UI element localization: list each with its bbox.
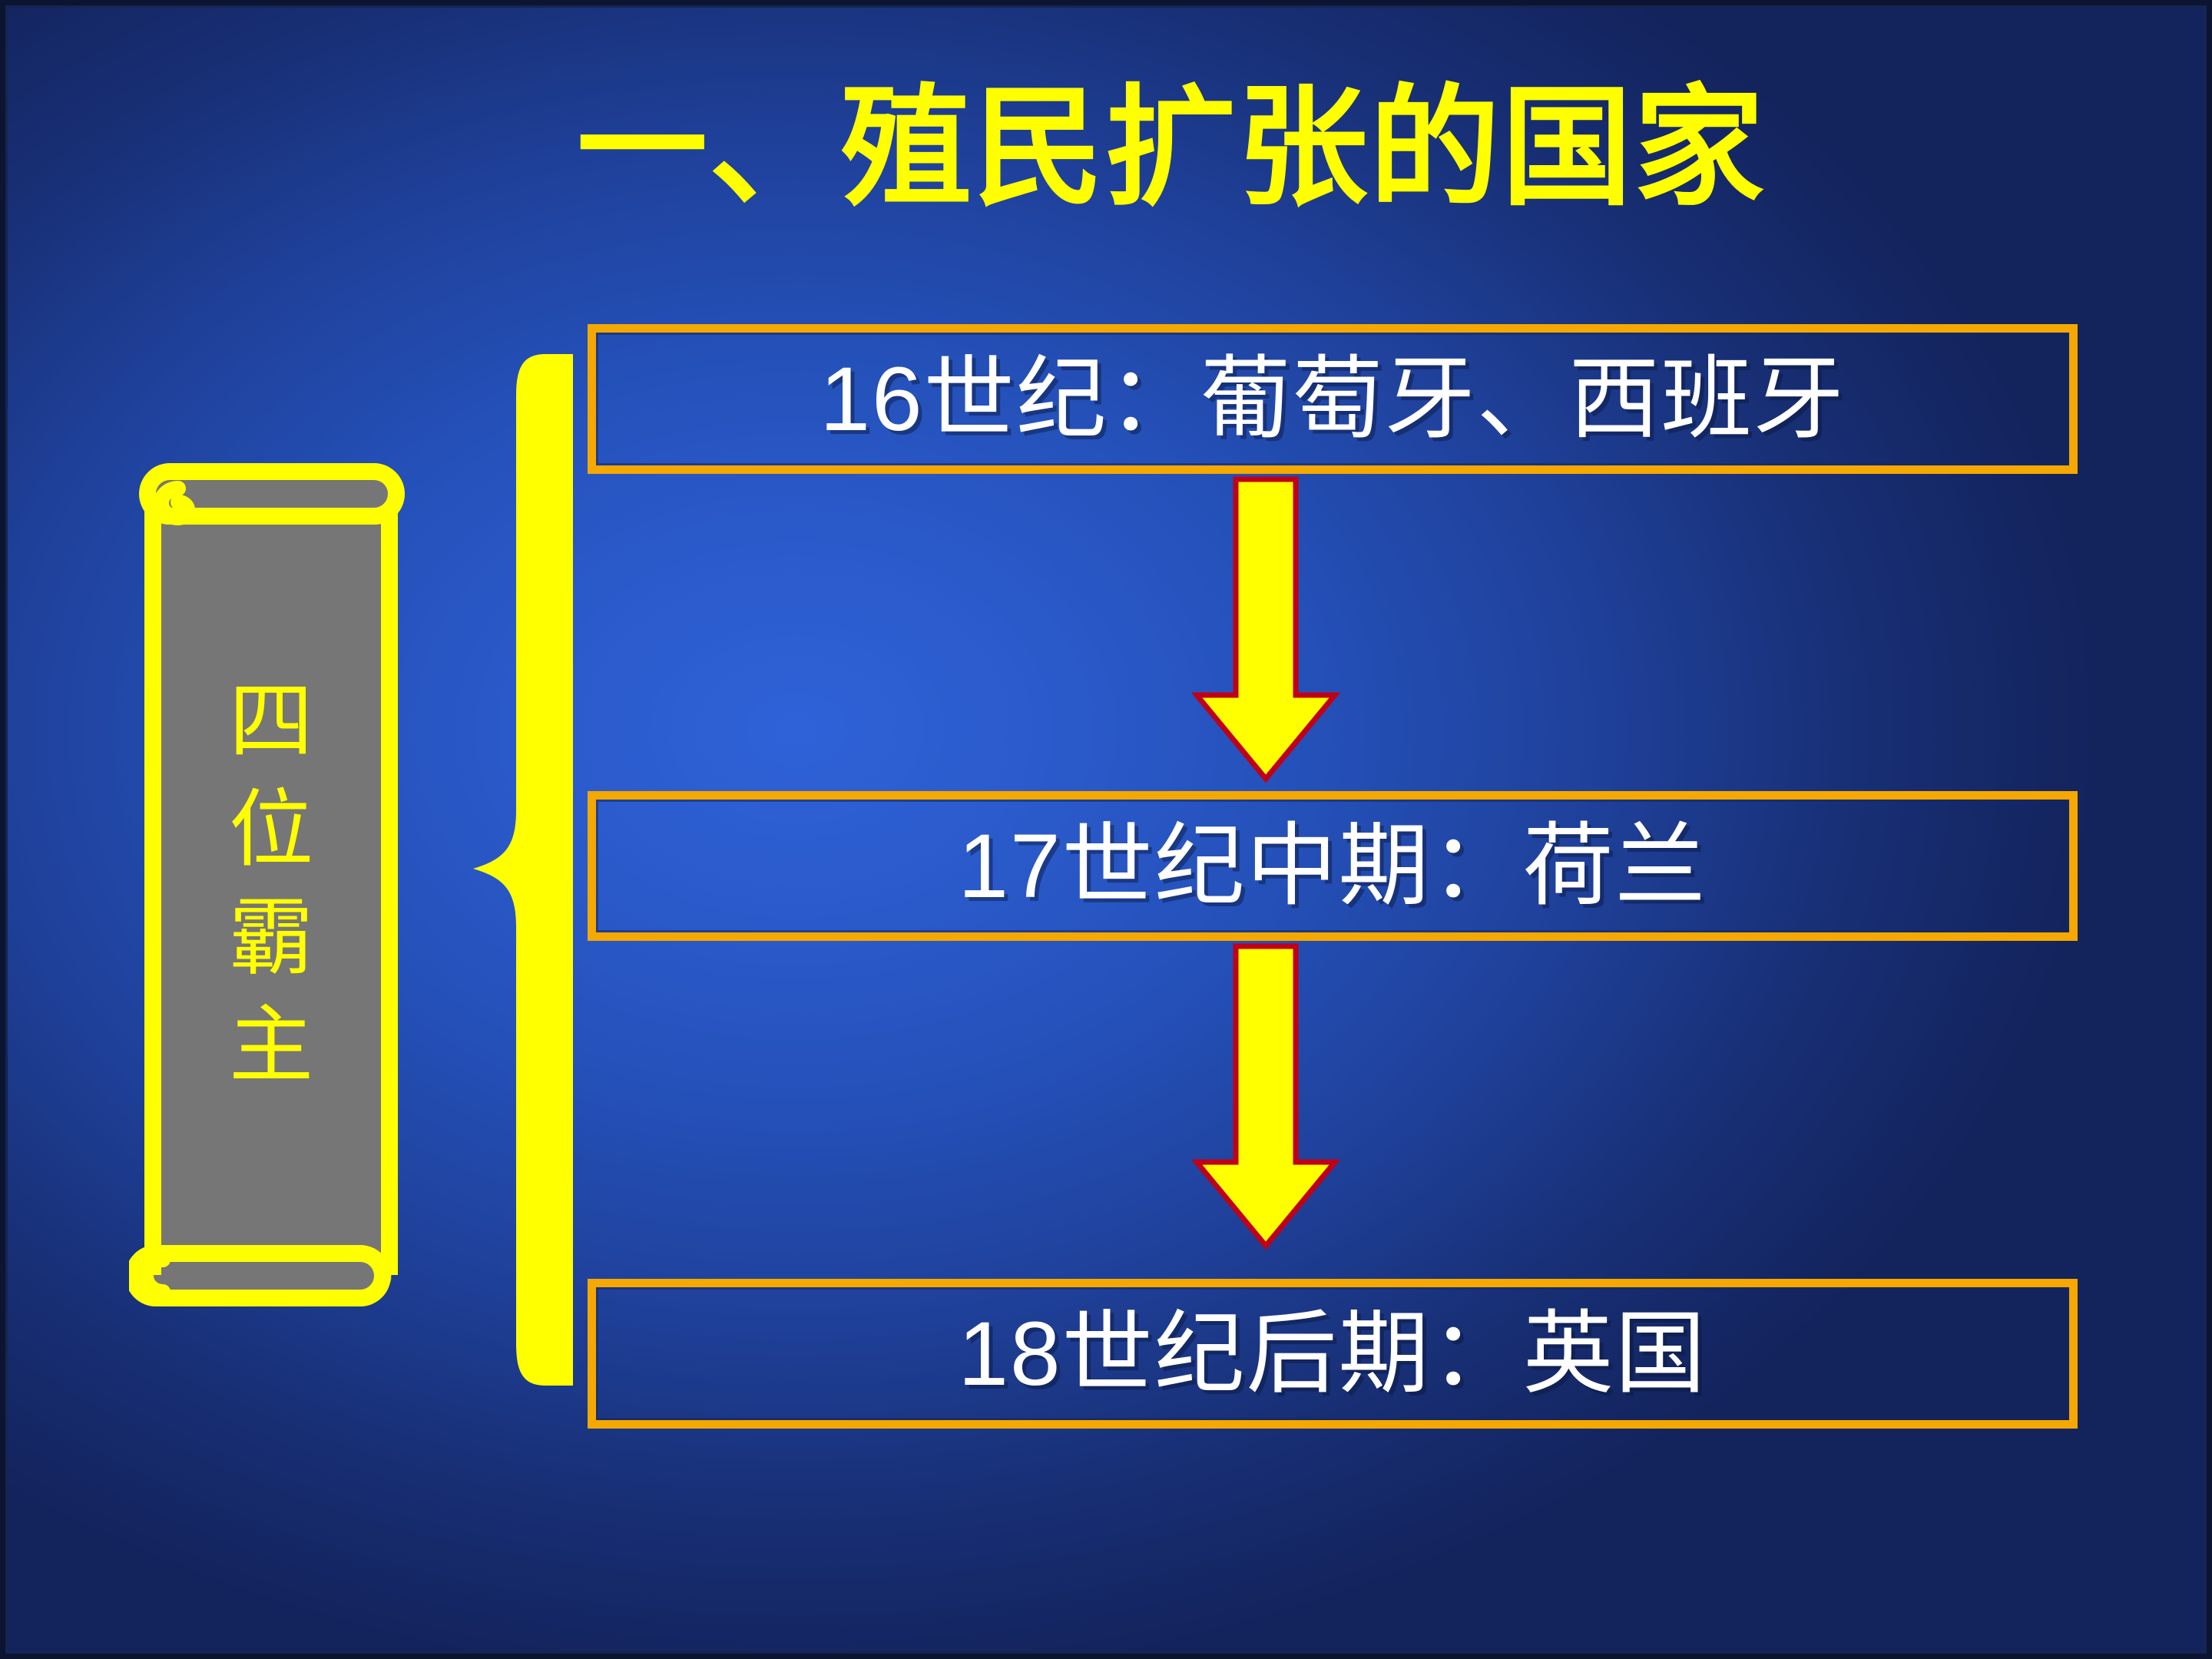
stage-label-17th-century: 17世纪中期：荷兰 bbox=[958, 815, 1707, 917]
arrow-down-icon bbox=[1192, 476, 1339, 783]
curly-brace-icon bbox=[473, 354, 573, 1386]
stage-label-16th-century: 16世纪：葡萄牙、西班牙 bbox=[820, 348, 1846, 450]
stage-box-16th-century[interactable]: 16世纪：葡萄牙、西班牙 bbox=[588, 324, 2078, 474]
slide-title: 一、殖民扩张的国家 bbox=[576, 75, 1766, 221]
scroll-banner: 四 位 霸 主 bbox=[129, 461, 413, 1313]
arrow-down-icon bbox=[1192, 943, 1339, 1250]
stage-box-18th-century[interactable]: 18世纪后期：英国 bbox=[588, 1279, 2078, 1429]
left-curly-brace bbox=[430, 349, 591, 1390]
stage-box-17th-century[interactable]: 17世纪中期：荷兰 bbox=[588, 791, 2078, 941]
arrow-stage1-to-stage2 bbox=[1192, 476, 1339, 783]
arrow-stage2-to-stage3 bbox=[1192, 943, 1339, 1250]
scroll-banner-graphic bbox=[129, 463, 405, 1306]
stage-label-18th-century: 18世纪后期：英国 bbox=[958, 1303, 1707, 1405]
